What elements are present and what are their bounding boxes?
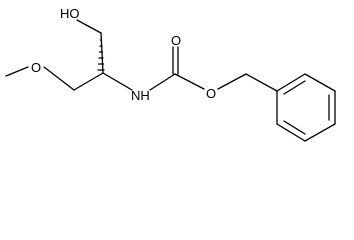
bond-ch2-to-stereocenter bbox=[73, 72, 104, 91]
atom-labels: HO O NH O O bbox=[31, 6, 216, 103]
bond-stereocenter-to-nh bbox=[102, 72, 133, 91]
bond-nh-to-carbonyl-carbon bbox=[149, 73, 176, 91]
bond-methyl-to-ether-oxygen bbox=[5, 66, 29, 77]
carbonyl-oxygen-label: O bbox=[171, 33, 181, 48]
bond-ether-oxygen-to-ch2 bbox=[43, 66, 75, 91]
bond-hydroxyl-to-ch2 bbox=[76, 19, 102, 34]
bonds bbox=[5, 19, 278, 92]
ring-inner-double-1 bbox=[283, 80, 306, 95]
bond-ester-oxygen-to-benzyl-ch2 bbox=[217, 73, 247, 90]
ester-oxygen-label: O bbox=[206, 86, 216, 101]
amine-label: NH bbox=[131, 88, 150, 103]
hydroxyl-label: HO bbox=[60, 6, 80, 21]
ring-inner-double-3 bbox=[283, 120, 306, 135]
benzene-ring bbox=[276, 73, 336, 142]
ether-oxygen-label: O bbox=[31, 60, 41, 75]
bond-benzyl-ch2-to-ring bbox=[245, 73, 278, 92]
bond-ch2-to-stereocenter-wedge bbox=[97, 32, 105, 74]
chemical-structure-diagram: HO O NH O O bbox=[5, 6, 336, 142]
bond-carbonyl-carbon-to-ester-oxygen bbox=[174, 73, 205, 90]
